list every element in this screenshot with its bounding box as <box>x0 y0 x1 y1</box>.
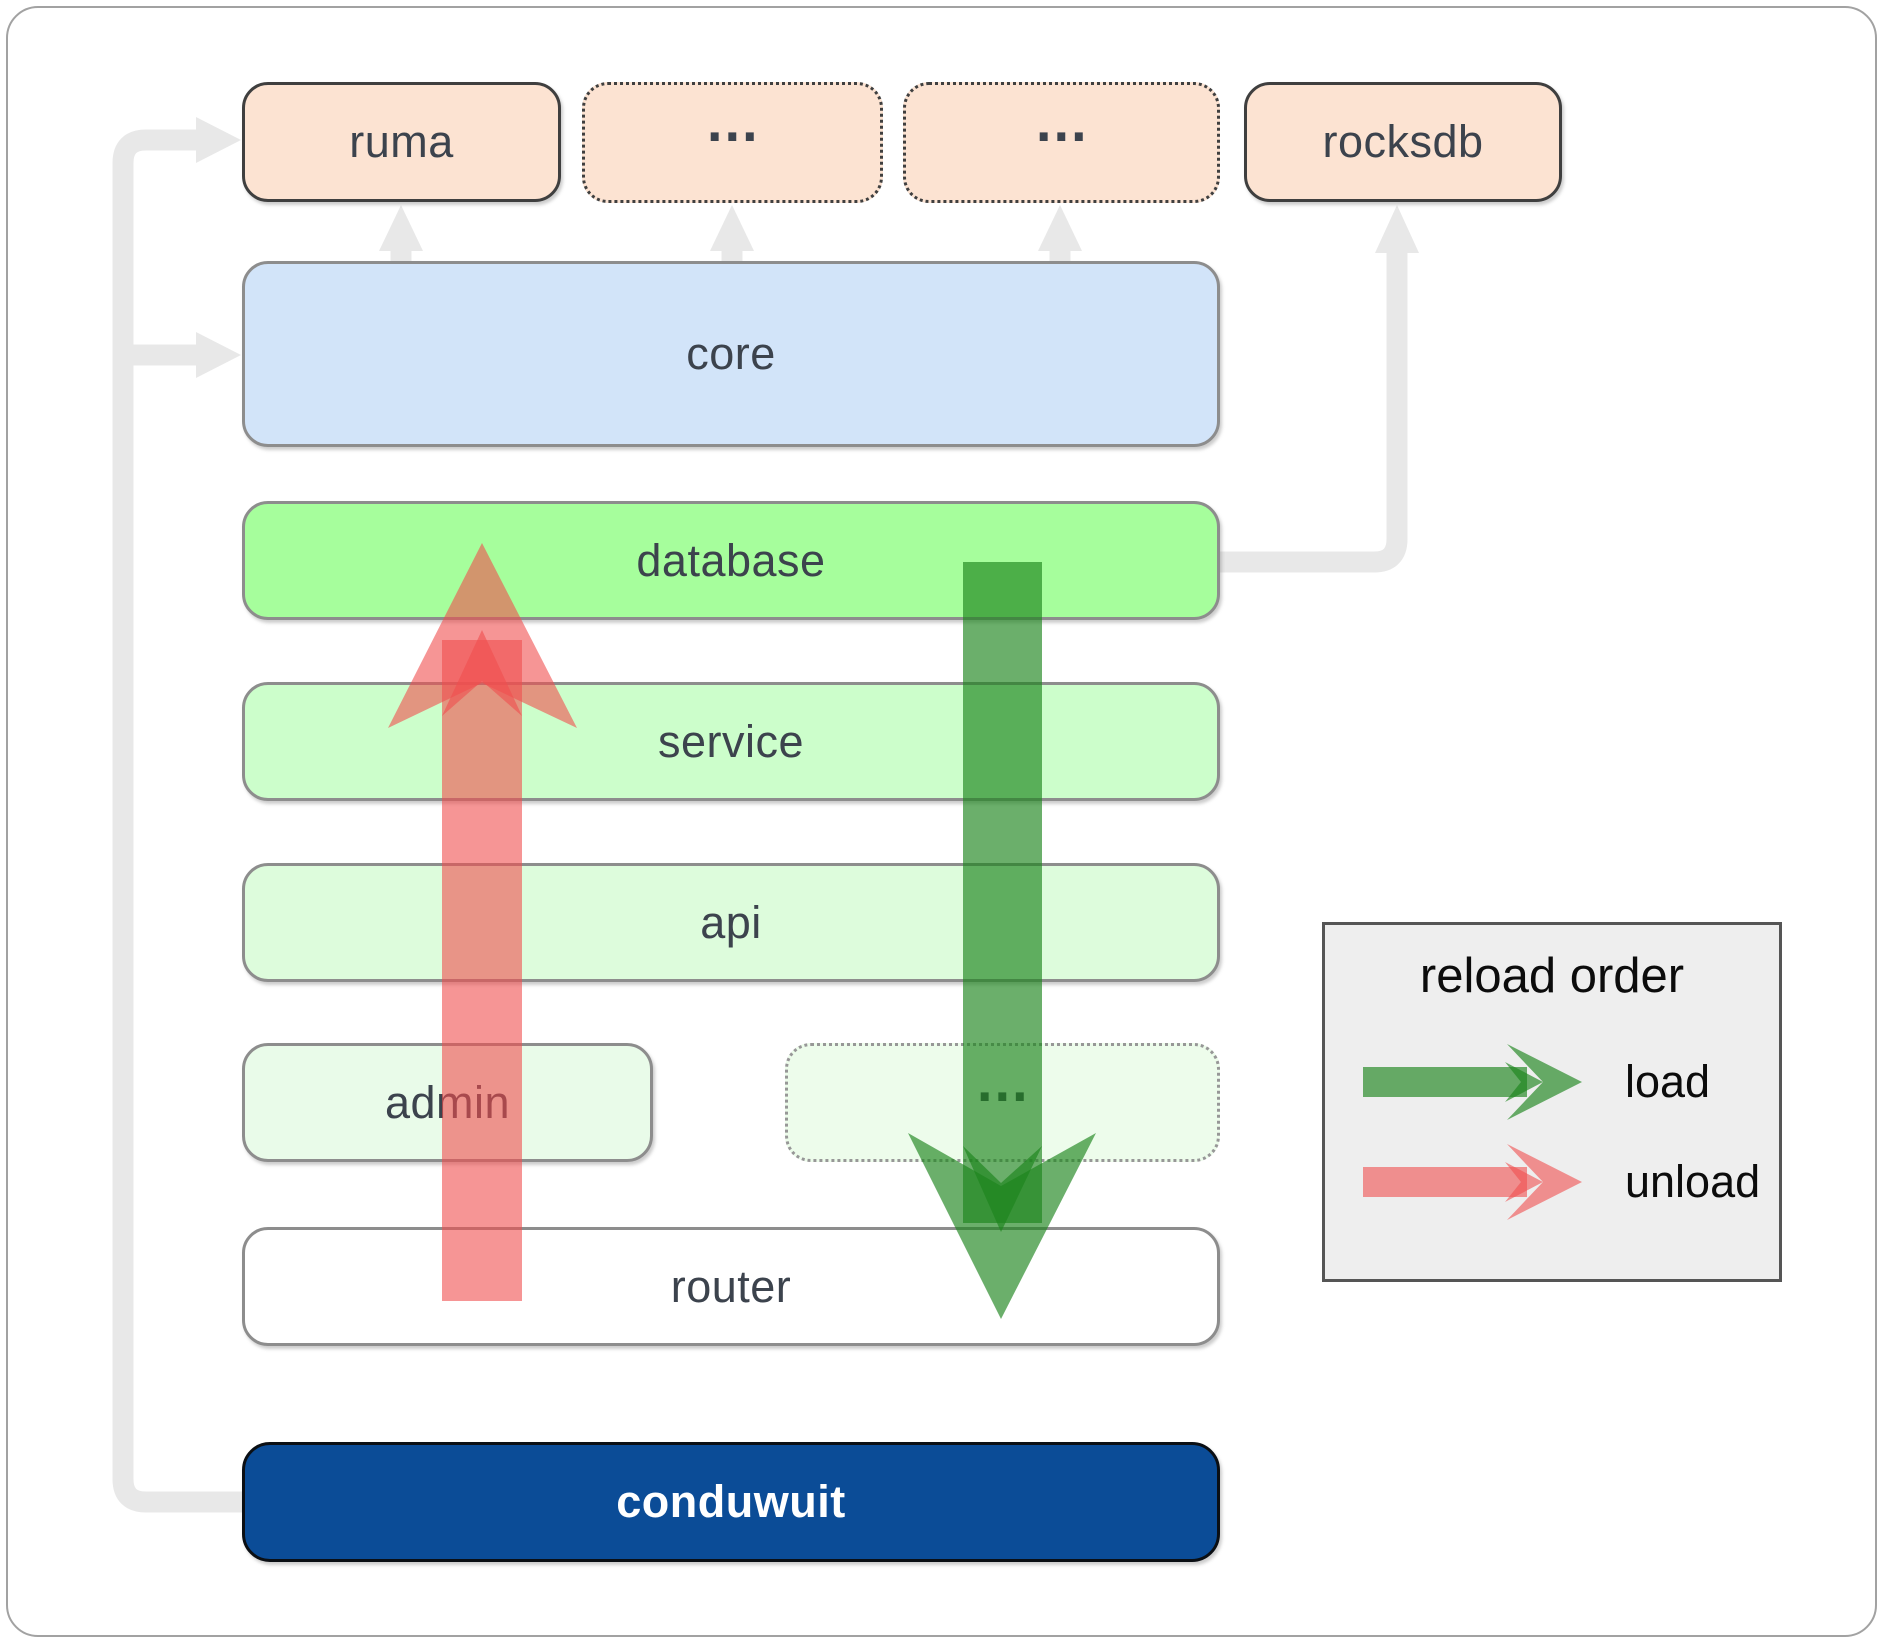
node-dots-admin-label: ... <box>976 1058 1029 1112</box>
legend-title: reload order <box>1419 949 1685 1003</box>
node-dots-top-2-label: ... <box>1035 98 1088 152</box>
node-admin: admin <box>242 1043 653 1162</box>
node-router: router <box>242 1227 1220 1346</box>
node-service: service <box>242 682 1220 801</box>
node-conduwuit-label: conduwuit <box>616 1476 846 1527</box>
node-database: database <box>242 501 1220 620</box>
node-rocksdb-label: rocksdb <box>1322 116 1484 167</box>
node-dots-top-1-label: ... <box>706 98 759 152</box>
node-rocksdb: rocksdb <box>1244 82 1562 202</box>
node-dots-admin: ... <box>785 1043 1220 1162</box>
node-conduwuit: conduwuit <box>242 1442 1220 1562</box>
node-ruma: ruma <box>242 82 561 202</box>
node-core: core <box>242 261 1220 447</box>
node-admin-label: admin <box>384 1076 511 1128</box>
node-router-label: router <box>670 1260 792 1312</box>
node-api: api <box>242 863 1220 982</box>
node-core-label: core <box>686 328 776 379</box>
node-service-label: service <box>657 715 805 767</box>
node-api-label: api <box>700 896 762 948</box>
legend-load-label: load <box>1625 1056 1711 1107</box>
node-dots-top-1: ... <box>582 82 883 203</box>
node-database-label: database <box>636 534 826 586</box>
page-border <box>6 6 1877 1637</box>
legend-unload-label: unload <box>1625 1156 1761 1207</box>
node-dots-top-2: ... <box>903 82 1220 203</box>
node-ruma-label: ruma <box>349 116 454 167</box>
